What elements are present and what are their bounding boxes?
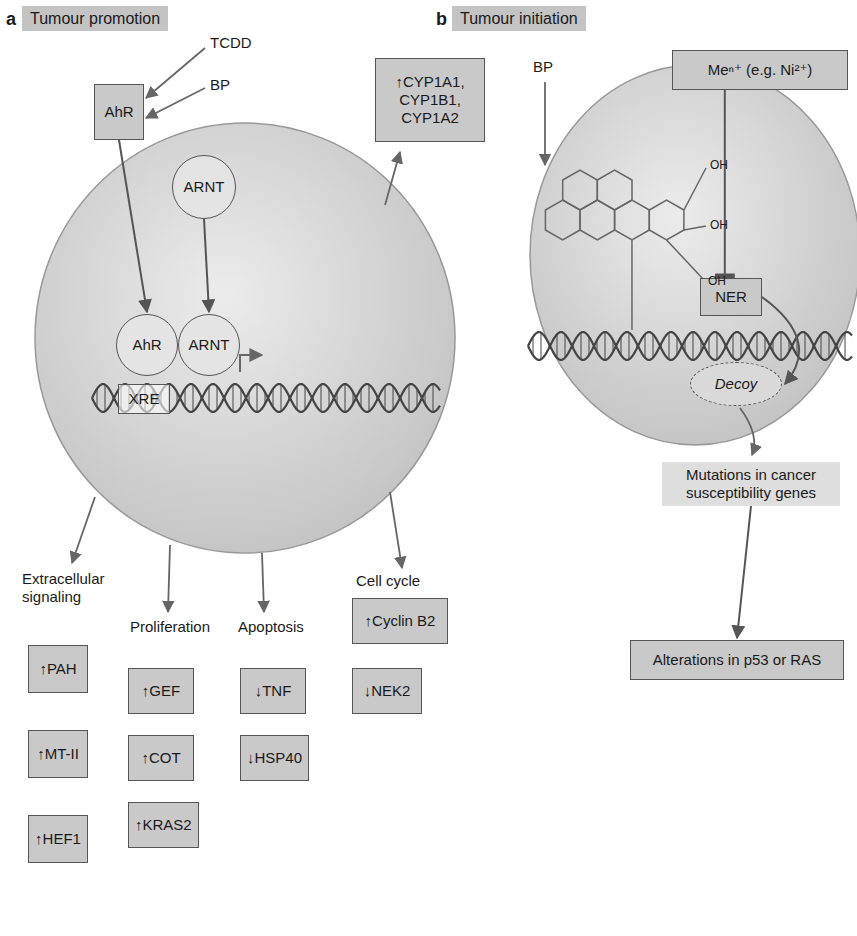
pathway-arrows <box>72 48 545 612</box>
panel-letter: b <box>436 9 447 31</box>
category-label: Extracellular signaling <box>22 570 132 606</box>
node-text: ARNT <box>184 178 225 196</box>
gene-box: ↓HSP40 <box>240 735 309 781</box>
ligand-label: BP <box>533 58 553 76</box>
cell-a <box>35 123 455 553</box>
panel-letter: a <box>6 9 16 31</box>
node-text: ↓TNF <box>255 682 292 700</box>
connector <box>724 90 726 276</box>
connector <box>737 506 751 638</box>
bent-arrow <box>240 355 262 372</box>
gene-box: ↑KRAS2 <box>128 802 199 848</box>
node-text: ↓HSP40 <box>247 749 302 767</box>
node-text: ARNT <box>189 336 230 354</box>
node-text: Tumour promotion <box>30 9 160 28</box>
gene-box: ↑Cyclin B2 <box>352 598 448 644</box>
node-text: Mutations in cancer susceptibility genes <box>668 466 834 502</box>
metal-box: Meⁿ⁺ (e.g. Ni²⁺) <box>672 50 848 90</box>
node-text: ↑HEF1 <box>35 830 81 848</box>
gene-box: ↑COT <box>128 735 194 781</box>
category-label: Cell cycle <box>356 572 420 590</box>
node-text: AhR <box>104 103 133 121</box>
gene-box: ↓NEK2 <box>352 668 422 714</box>
protein-circle: ARNT <box>178 314 240 376</box>
gene-box: ↓TNF <box>240 668 306 714</box>
node-text: Alterations in p53 or RAS <box>653 651 821 669</box>
gene-box: ↑GEF <box>128 668 194 714</box>
node-text: ↑PAH <box>39 660 76 678</box>
gene-box: ↑HEF1 <box>28 815 88 863</box>
cell-b <box>530 65 857 445</box>
node-text: NER <box>715 288 747 306</box>
heading-band: Tumour promotion <box>22 6 168 31</box>
group-label: OH <box>710 158 728 172</box>
group-label: OH <box>708 274 726 288</box>
decoy-ellipse: Decoy <box>690 362 782 406</box>
node-text: Decoy <box>715 375 758 393</box>
node-text: XRE <box>129 390 160 408</box>
ligand-label: TCDD <box>210 34 252 52</box>
gene-box: ↑CYP1A1, CYP1B1, CYP1A2 <box>375 58 485 142</box>
node-text: ↑CYP1A1, CYP1B1, CYP1A2 <box>382 73 478 127</box>
node-text: ↑KRAS2 <box>135 816 192 834</box>
protein-circle: AhR <box>116 314 178 376</box>
node-text: AhR <box>132 336 161 354</box>
node-text: ↑MT-II <box>37 745 79 763</box>
ligand-label: BP <box>210 76 230 94</box>
node-text: ↑COT <box>141 749 180 767</box>
bp-molecule <box>545 168 706 330</box>
note-box: Mutations in cancer susceptibility genes <box>662 462 840 506</box>
gene-box: ↑PAH <box>28 645 88 693</box>
category-label: Apoptosis <box>238 618 304 636</box>
connector <box>119 140 147 312</box>
category-label: Proliferation <box>130 618 210 636</box>
group-label: OH <box>710 218 728 232</box>
gene-box: ↑MT-II <box>28 730 88 778</box>
protein-circle: ARNT <box>172 155 236 219</box>
heading-band: Tumour initiation <box>452 6 586 31</box>
node-text: ↑Cyclin B2 <box>365 612 436 630</box>
outcome-box: Alterations in p53 or RAS <box>630 640 844 680</box>
element-box: XRE <box>118 384 170 414</box>
connector <box>204 219 209 312</box>
node-text: Meⁿ⁺ (e.g. Ni²⁺) <box>708 61 813 79</box>
mutation-leader <box>740 408 754 455</box>
receptor-box: AhR <box>94 84 144 140</box>
node-text: Tumour initiation <box>460 9 578 28</box>
node-text: ↑GEF <box>142 682 180 700</box>
node-text: ↓NEK2 <box>364 682 411 700</box>
